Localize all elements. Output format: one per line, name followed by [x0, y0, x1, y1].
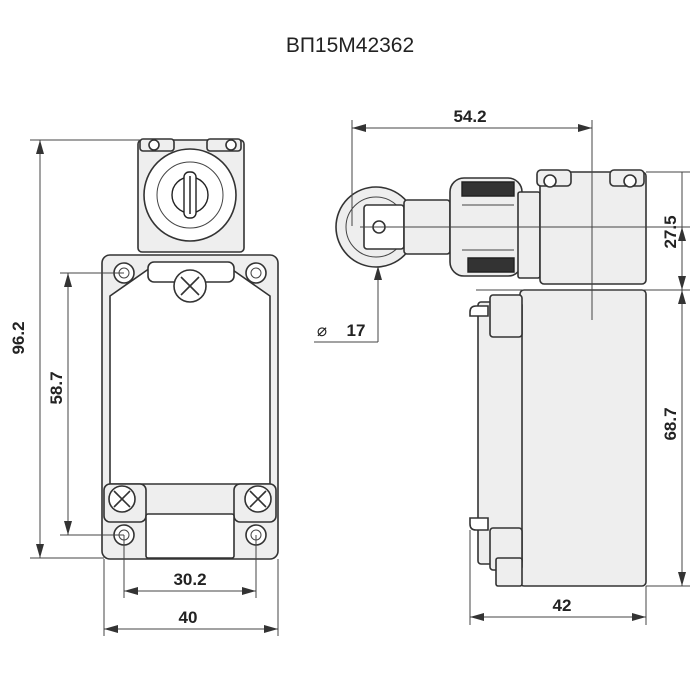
dim-label-27-5: 27.5 [661, 215, 680, 248]
dim-label-40: 40 [179, 608, 198, 627]
dim-hole-pitch-horizontal: 30.2 [123, 535, 257, 598]
dim-hole-pitch-vertical: 58.7 [47, 272, 124, 536]
dim-width-front: 40 [103, 559, 279, 636]
roller-lever [335, 177, 541, 279]
dim-actuator-height: 27.5 [360, 171, 690, 291]
dim-height-total: 96.2 [9, 139, 140, 559]
dim-lever-reach: 54.2 [351, 107, 593, 320]
dim-label-58-7: 58.7 [47, 371, 66, 404]
dim-roller-diameter: ⌀ 17 [314, 266, 382, 343]
dim-body-height: 68.7 [646, 290, 690, 587]
side-view: 54.2 ⌀ 17 27.5 68.7 [314, 107, 690, 625]
dim-label-68-7: 68.7 [661, 407, 680, 440]
side-body [469, 289, 647, 587]
dim-label-96-2: 96.2 [9, 321, 28, 354]
actuator-head [137, 138, 245, 253]
front-view: 96.2 58.7 30.2 40 [9, 138, 279, 636]
mount-hole-icon [245, 262, 267, 284]
drawing-title: ВП15М42362 [285, 34, 415, 57]
dim-label-54-2: 54.2 [453, 107, 486, 126]
dim-label-30-2: 30.2 [173, 570, 206, 589]
dim-label-17: 17 [347, 321, 366, 340]
diameter-symbol: ⌀ [317, 321, 327, 340]
side-head [536, 169, 647, 285]
front-body [101, 254, 279, 560]
dim-label-42: 42 [553, 596, 572, 615]
dim-depth-side: 42 [469, 530, 647, 625]
